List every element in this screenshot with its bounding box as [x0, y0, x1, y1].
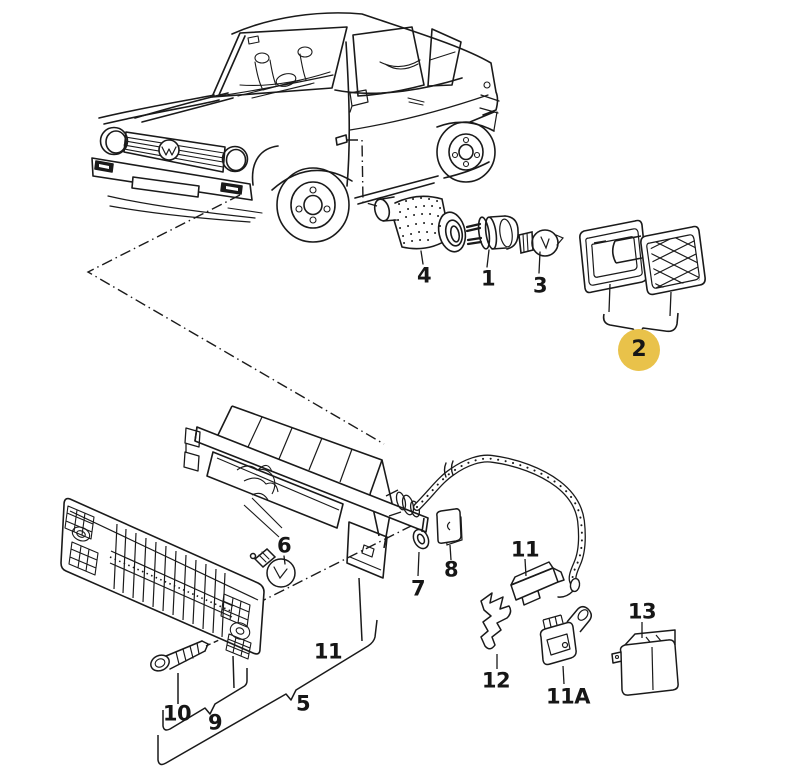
callout-label-11-bottom[interactable]: 11 [313, 639, 343, 664]
dash-bulb-seal [593, 240, 607, 244]
part-6-bulb [249, 547, 296, 588]
callout-label-12[interactable]: 12 [481, 668, 511, 693]
axis-line-screw [205, 633, 233, 647]
callout-label-11A[interactable]: 11A [546, 684, 590, 709]
axis-line-lens-housing [255, 523, 416, 605]
wiring-harness-art [413, 454, 586, 598]
part-1-bulb-holder [465, 215, 519, 268]
leader-lens-9 [232, 655, 235, 689]
part-11A-connector [539, 606, 592, 685]
part-7-grommet [412, 528, 430, 577]
leader-lines [86, 139, 607, 647]
part-3-bulb [518, 229, 564, 274]
part-8-clip [436, 508, 463, 561]
leader-front-indicator [86, 194, 385, 445]
callout-label-4[interactable]: 4 [416, 263, 432, 288]
callout-label-1[interactable]: 1 [480, 266, 496, 291]
callout-label-9[interactable]: 9 [207, 710, 223, 735]
part-13-relay [611, 622, 679, 696]
housing-art [183, 405, 429, 579]
callout-label-7[interactable]: 7 [410, 576, 426, 601]
leader-side-repeater [347, 139, 378, 207]
bracket-5 [157, 619, 378, 766]
part-9-front-lens [60, 497, 265, 660]
callout-label-8[interactable]: 8 [443, 557, 459, 582]
car-illustration [91, 12, 500, 243]
part-10-screw [150, 640, 209, 672]
part-2-seal-and-lens [579, 219, 706, 337]
part-11-connector [510, 558, 565, 606]
highlight-badge-2[interactable]: 2 [618, 329, 660, 371]
callout-label-13[interactable]: 13 [627, 599, 657, 624]
part-12-clip [480, 592, 512, 669]
leader-11-bottom [358, 577, 363, 642]
callout-label-10[interactable]: 10 [162, 701, 192, 726]
callout-label-11-harness[interactable]: 11 [510, 537, 540, 562]
part-4-socket-sleeve [373, 195, 467, 265]
callout-label-3[interactable]: 3 [532, 273, 548, 298]
bracket-9 [162, 668, 248, 731]
callout-label-5[interactable]: 5 [295, 691, 311, 716]
brackets-and-leaders [157, 577, 378, 766]
callout-label-6[interactable]: 6 [276, 533, 292, 558]
